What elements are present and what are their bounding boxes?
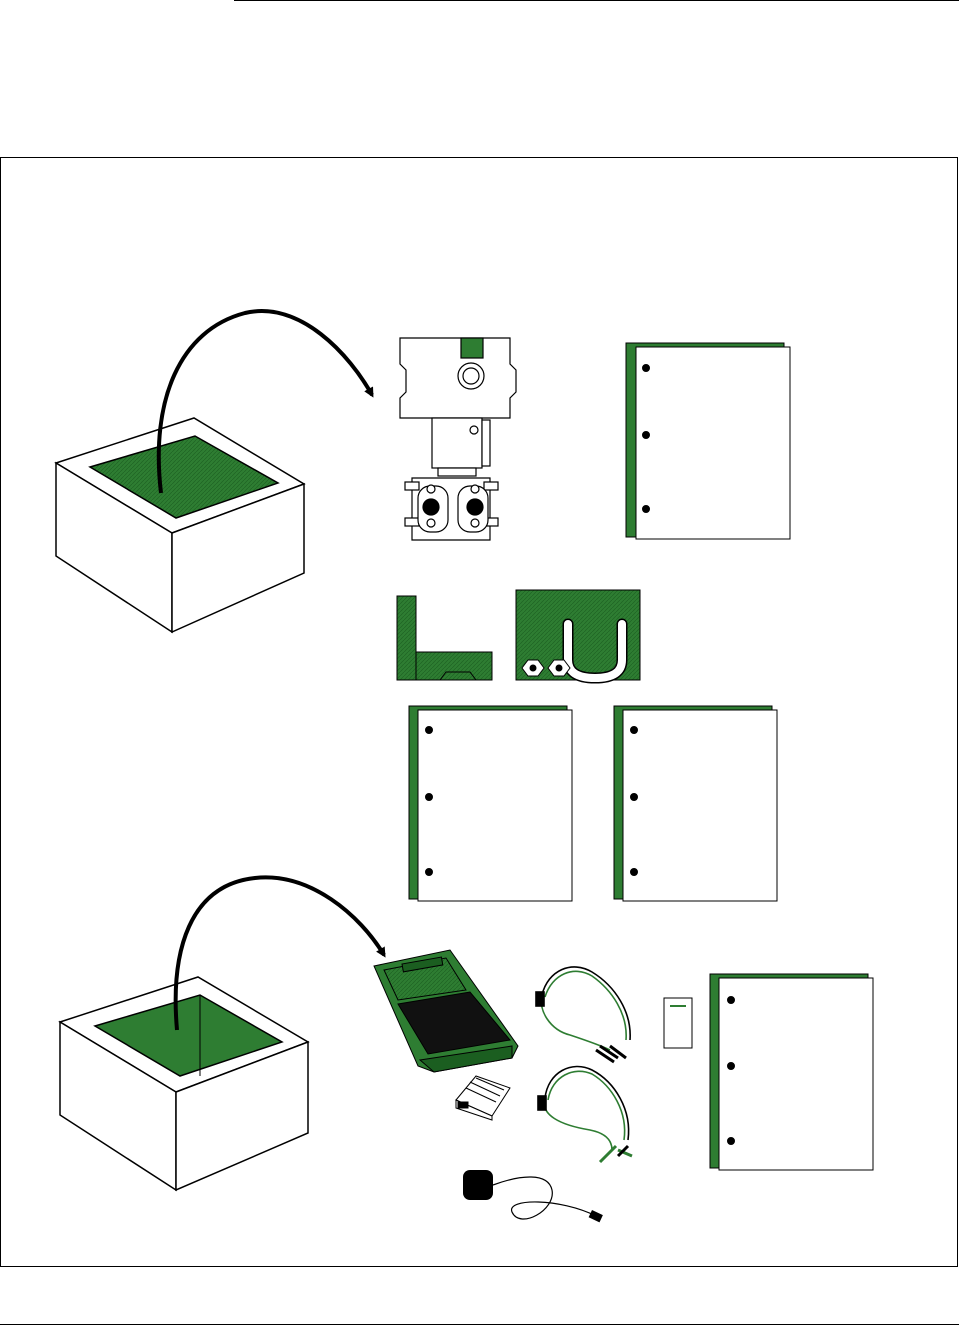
pressure-transmitter-icon — [400, 338, 516, 540]
binder-icon — [409, 706, 572, 901]
battery-pack-icon — [456, 1076, 510, 1120]
u-bolt-icon — [516, 590, 640, 680]
cable-leads-icon — [538, 1066, 632, 1162]
bracket-icon — [397, 596, 492, 680]
cable-leads-icon — [536, 967, 630, 1062]
open-box-icon — [56, 418, 304, 632]
charger-cable-icon — [463, 1170, 603, 1222]
module-icon — [664, 998, 692, 1048]
binder-icon — [614, 706, 777, 901]
binder-icon — [626, 343, 790, 539]
open-box-icon — [60, 977, 308, 1190]
binder-icon — [710, 974, 873, 1170]
handheld-communicator-icon — [374, 950, 518, 1072]
